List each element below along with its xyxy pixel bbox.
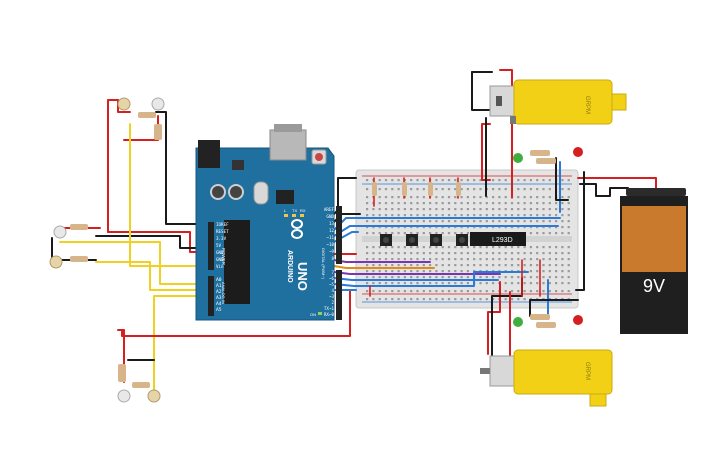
- pin-label-ioref: IOREF: [216, 222, 229, 227]
- battery-label: 9V: [643, 276, 665, 296]
- pin-label-5v: 5V: [216, 243, 222, 248]
- pin-label-a1: A1: [216, 283, 222, 289]
- arduino-uno-board: IOREF RESET 3.3V 5V GND GND Vin A0 A1 A2…: [195, 124, 342, 321]
- pin-label-8: 8: [331, 256, 334, 261]
- pin-label-gnd-2: GND: [216, 257, 224, 262]
- pin-label-a5: A5: [216, 307, 222, 313]
- analog-section-label: ANALOG IN: [221, 282, 226, 304]
- motor-bottom: GRPM: [480, 349, 613, 407]
- pin-label-7: 7: [331, 270, 334, 275]
- pin-label-a2: A2: [216, 289, 222, 295]
- pin-label-a0: A0: [216, 277, 222, 283]
- arduino-logo-icon: [291, 219, 303, 239]
- digital-section-label: DIGITAL (PWM~): [321, 248, 326, 280]
- pin-label-3v3: 3.3V: [216, 236, 227, 241]
- digital-pin-labels: AREF GND 13 12 ~11 ~10 ~9 8 7 ~6 ~5 4 ~3…: [324, 207, 335, 317]
- pin-label-13: 13: [329, 221, 335, 226]
- sensor-group-left: [49, 224, 88, 269]
- pin-label-a4: A4: [216, 301, 222, 307]
- motor-driver-chip: L293D: [470, 232, 526, 246]
- pin-label-3: ~3: [329, 294, 335, 299]
- motor-bottom-label: GRPM: [584, 362, 590, 380]
- analog-pin-labels: A0 A1 A2 A3 A4 A5: [216, 277, 222, 313]
- battery-9v: 9V: [620, 188, 688, 334]
- pin-label-a3: A3: [216, 295, 222, 301]
- pin-label-6: ~6: [329, 276, 335, 281]
- motor-top: GRPM: [489, 79, 627, 125]
- pin-label-gnd-top: GND: [326, 214, 334, 219]
- push-buttons: [380, 234, 468, 246]
- led-group-top-right: [513, 147, 583, 164]
- led-label-rx: RX: [300, 208, 306, 213]
- brand-label: ARDUINO: [286, 250, 293, 283]
- pin-label-reset: RESET: [216, 229, 229, 234]
- pin-label-5: ~5: [329, 282, 335, 287]
- pin-label-vin: Vin: [216, 264, 224, 269]
- led-label-l: L: [284, 208, 287, 213]
- top-motor-pins: [510, 116, 516, 124]
- pin-label-12: 12: [329, 228, 335, 233]
- power-pin-labels: IOREF RESET 3.3V 5V GND GND Vin: [216, 222, 229, 269]
- pin-label-0: RX←0: [324, 312, 335, 317]
- motor-top-label: GRPM: [584, 96, 590, 114]
- led-label-tx: TX: [292, 208, 297, 213]
- pin-label-aref: AREF: [324, 207, 335, 212]
- driver-chip-label: L293D: [492, 237, 513, 244]
- model-label: UNO: [295, 262, 310, 291]
- pin-label-9: ~9: [329, 249, 335, 254]
- breadboard-resistors: [372, 182, 461, 196]
- pin-label-1: TX→1: [324, 306, 335, 311]
- led-label-on: ON: [310, 312, 316, 317]
- power-section-label: POWER: [221, 248, 226, 266]
- sensor-group-top-left: [117, 97, 165, 140]
- pin-label-2: 2: [331, 300, 334, 305]
- sensor-group-bottom-left: [117, 364, 161, 403]
- led-group-bottom-right: [513, 314, 583, 328]
- pin-label-gnd-1: GND: [216, 250, 224, 255]
- pin-label-10: ~10: [326, 242, 334, 247]
- pin-label-11: ~11: [326, 235, 334, 240]
- pin-label-4: 4: [331, 288, 334, 293]
